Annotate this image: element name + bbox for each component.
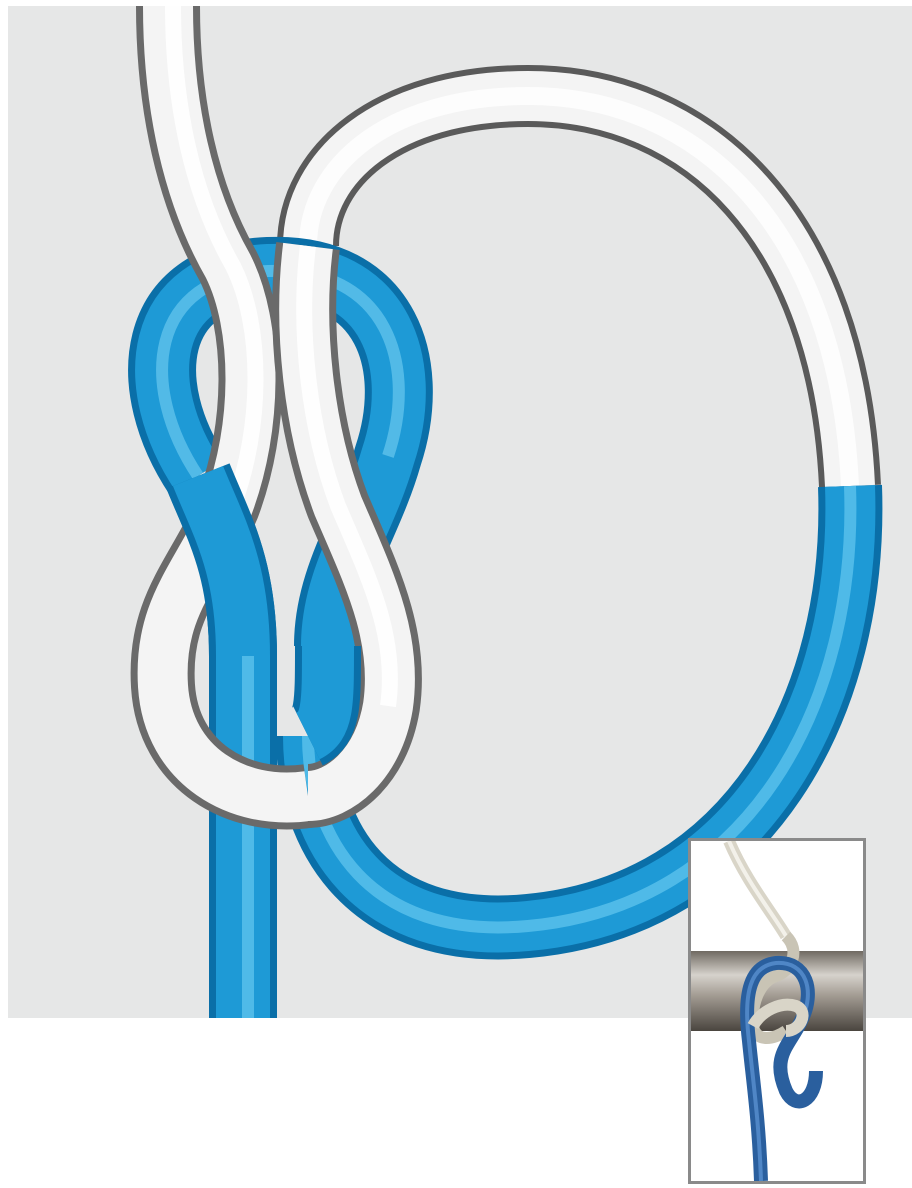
inset-photo-frame — [688, 838, 866, 1184]
reef-knot-photo — [691, 841, 863, 1181]
